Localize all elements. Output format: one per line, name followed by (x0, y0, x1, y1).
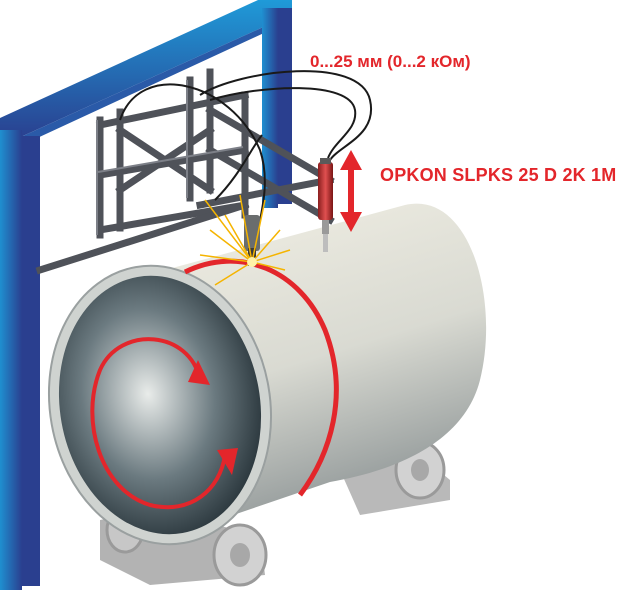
frame-right-post (262, 8, 278, 208)
sensor-cables (119, 70, 373, 231)
weld-seam (183, 258, 339, 497)
double-arrow-icon (340, 150, 362, 232)
rotation-arrow-icon (90, 337, 238, 510)
sensor-model-label: OPKON SLPKS 25 D 2K 1M (380, 165, 617, 185)
portal-frame (0, 0, 292, 590)
measurement-range-label: 0...25 мм (0...2 кОм) (310, 52, 471, 71)
pipe (47, 203, 487, 546)
linear-position-sensor (318, 158, 333, 252)
frame-top-beam (0, 0, 292, 140)
weld-sparks (199, 194, 291, 286)
welding-truss (35, 68, 335, 275)
frame-left-post (0, 130, 22, 590)
